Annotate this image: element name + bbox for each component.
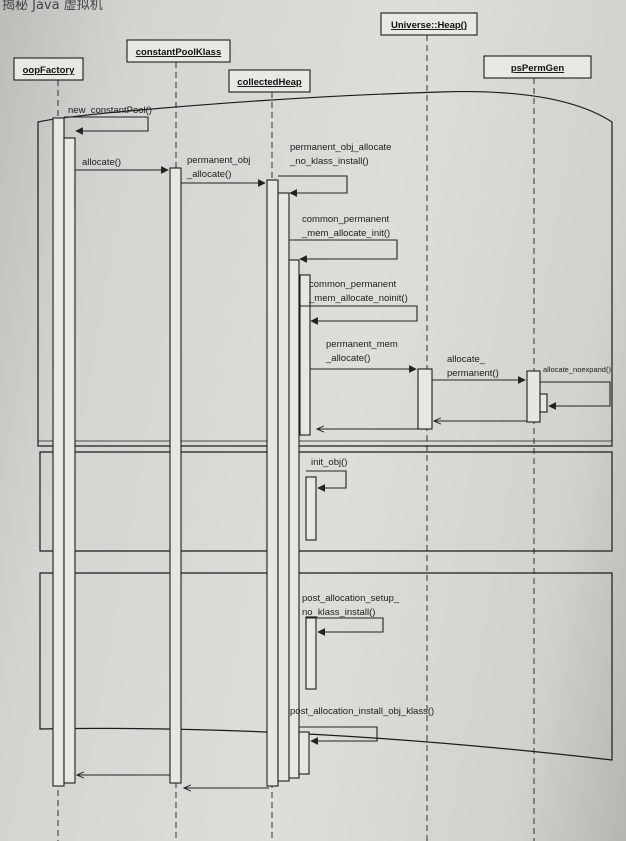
activation-ps-2 (539, 393, 548, 413)
activation-uh-1 (417, 368, 433, 430)
activation-ch-1 (266, 179, 279, 787)
message-label: common_permanent_mem_allocate_init() (301, 214, 390, 239)
arrow-allocate-noexpand (540, 381, 611, 410)
message-label: allocate_permanent() (447, 354, 499, 379)
activation-ps-1 (526, 370, 541, 423)
message-label: allocate() (82, 157, 121, 168)
arrow-mem-allocate-init (289, 239, 398, 263)
activation-ch-7 (298, 731, 310, 775)
message-label: permanent_obj_allocate_no_klass_install(… (289, 142, 391, 167)
fragment-frame-2 (39, 451, 613, 552)
object-box-oop (13, 57, 84, 81)
arrow-mem-allocate-noinit (299, 305, 418, 325)
object-label-cpk: constantPoolKlass (136, 47, 222, 58)
activation-oop-2 (63, 137, 76, 784)
arrow-post-allocation-setup (306, 617, 384, 636)
activation-ch-6 (305, 616, 317, 690)
object-label-uh: Universe::Heap() (391, 20, 467, 31)
page-header: 揭秘 Java 虚拟机 (2, 0, 103, 13)
object-label-oop: oopFactory (23, 65, 75, 76)
message-label: init_obj() (311, 457, 347, 468)
message-label: permanent_mem_allocate() (325, 339, 398, 364)
message-label: new_constantPool() (68, 105, 152, 116)
activation-ch-5 (305, 476, 317, 541)
object-label-ps: psPermGen (511, 63, 565, 74)
message-label: permanent_obj_allocate() (186, 155, 250, 180)
arrow-post-allocation-install (299, 726, 378, 745)
object-box-ps (483, 55, 592, 79)
object-label-ch: collectedHeap (237, 77, 302, 88)
object-box-ch (228, 69, 311, 93)
message-label: post_allocation_install_obj_klass() (290, 706, 434, 717)
activation-oop-1 (52, 117, 65, 787)
arrow-new-constantpool (64, 116, 149, 135)
message-label: post_allocation_setup_no_klass_install() (302, 593, 400, 618)
activation-ch-2 (277, 192, 290, 782)
message-label: common_permanent_mem_allocate_noinit() (308, 279, 408, 304)
object-box-uh (380, 12, 478, 36)
activation-ch-4 (299, 274, 311, 436)
activation-cpk-1 (169, 167, 182, 784)
arrow-init-obj (306, 470, 347, 492)
arrow-no-klass-install (278, 175, 348, 197)
object-box-cpk (126, 39, 231, 63)
message-label: allocate_noexpand() (543, 365, 611, 374)
fragment-frame-1 (37, 91, 613, 447)
activation-ch-3 (288, 259, 300, 779)
fragment-frame-3 (39, 572, 613, 761)
